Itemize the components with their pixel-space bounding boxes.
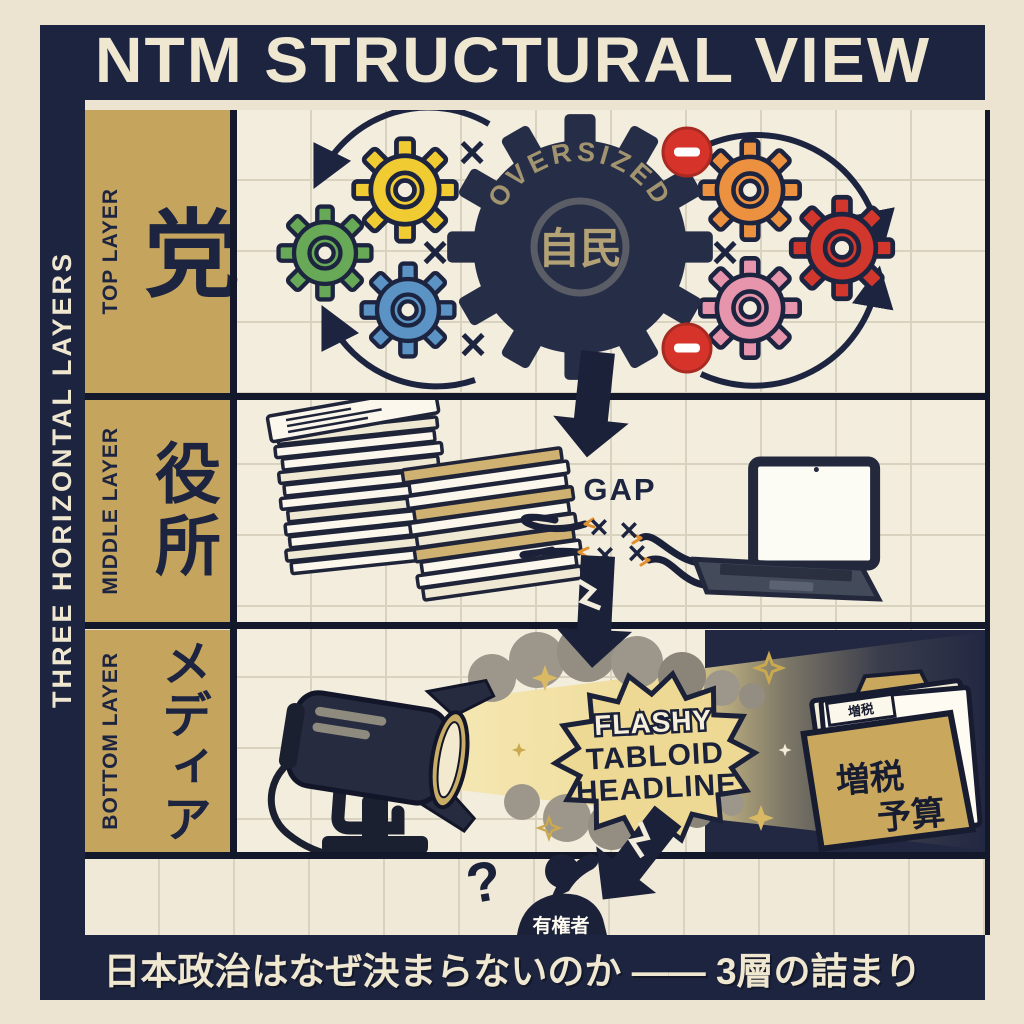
divider-middle-bottom <box>85 622 990 629</box>
no-entry-icon <box>661 126 713 178</box>
middle-layer-scene: × × × × GAP <box>265 400 883 602</box>
paper-stack-icon <box>265 400 453 576</box>
folder-line1: 増税 <box>834 757 905 801</box>
bottom-layer-kanji: メディア <box>155 637 211 845</box>
voter-label: 有権者 <box>532 914 589 937</box>
cross-icon: × <box>590 509 609 545</box>
laptop-icon <box>690 456 883 602</box>
flow-arrow-middle-to-bottom <box>556 555 633 668</box>
folder-line2: 予算 <box>876 794 947 838</box>
tabloid-headline-burst: FLASHY TABLOID HEADLINE <box>550 669 760 847</box>
spotlight-icon <box>267 678 496 852</box>
cross-icon: × <box>460 318 487 370</box>
middle-layer-kanji: 役所 <box>146 439 220 583</box>
cross-icon: × <box>459 126 486 178</box>
top-layer-kanji: 党 <box>129 203 237 300</box>
left-rail <box>40 25 85 1000</box>
folder-tab-label: 増税 <box>847 701 875 719</box>
budget-folder-icon: 増税 増税 予算 <box>800 669 983 852</box>
flow-arrow-headline-to-voter <box>596 805 682 900</box>
label-column-border <box>230 110 237 852</box>
cross-icon: × <box>628 535 647 571</box>
divider-top-middle <box>85 393 990 400</box>
frayed-wire-tips <box>577 517 651 567</box>
middle-layer-label-cell: MIDDLE LAYER 役所 <box>85 400 230 622</box>
top-layer-scene: OVERSIZED 自民 × × × × <box>237 110 985 390</box>
title-band: NTM STRUCTURAL VIEW <box>40 23 985 100</box>
caption-band: 日本政治はなぜ決まらないのか —— 3層の詰まり <box>40 935 985 1000</box>
divider-bottom-voter <box>85 852 990 859</box>
voter-silhouette: 有権者 <box>517 854 607 940</box>
cross-icon: × <box>712 226 739 278</box>
oversized-gear: OVERSIZED 自民 <box>447 114 713 380</box>
cross-icon: × <box>620 512 639 548</box>
bottom-layer-scene: 増税 増税 予算 FLASHY TABLOID HEADLINE <box>267 630 985 852</box>
cross-icon: × <box>422 226 449 278</box>
question-mark: ? <box>461 848 506 916</box>
headline-line2: TABLOID <box>585 736 725 776</box>
bottom-layer-label-cell: BOTTOM LAYER メディア <box>85 630 230 852</box>
party-label: 自民 <box>538 225 622 272</box>
voter-strip <box>85 858 990 935</box>
flow-arrow-top-to-middle <box>553 350 629 458</box>
right-border <box>985 110 990 935</box>
no-entry-icon <box>661 322 713 374</box>
gap-label: GAP <box>583 472 656 507</box>
page-title: NTM STRUCTURAL VIEW <box>94 23 931 96</box>
caption-text: 日本政治はなぜ決まらないのか —— 3層の詰まり <box>103 950 922 992</box>
top-layer-label-cell: TOP LAYER 党 <box>85 110 237 393</box>
